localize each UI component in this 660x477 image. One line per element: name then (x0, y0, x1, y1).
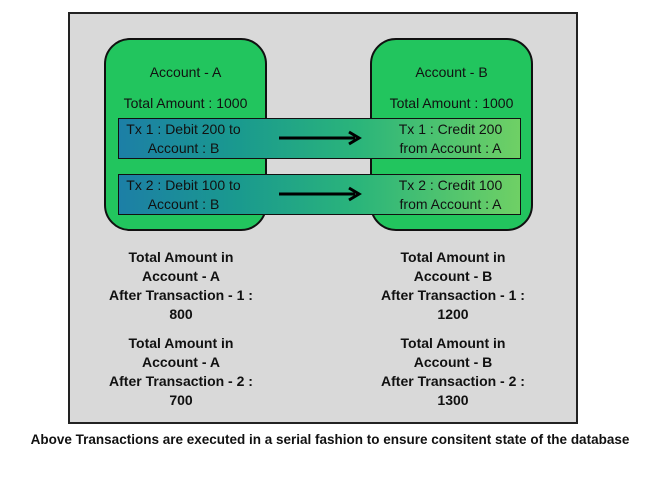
transaction-2-bar: Tx 2 : Debit 100 to Account : B Tx 2 : C… (118, 174, 521, 215)
account-b-total: Total Amount : 1000 (389, 95, 514, 111)
transaction-1-bar: Tx 1 : Debit 200 to Account : B Tx 1 : C… (118, 118, 521, 159)
arrow-right-icon (279, 130, 362, 146)
summary-line: After Transaction - 2 : (109, 373, 253, 389)
tx2-credit-line2: from Account : A (399, 196, 502, 212)
account-a-total: Total Amount : 1000 (123, 95, 248, 111)
summary-account-b-tx2: Total Amount in Account - B After Transa… (363, 334, 543, 410)
summary-line: Total Amount in (128, 249, 234, 265)
summary-value: 1300 (437, 392, 469, 408)
summary-line: Account - B (413, 268, 493, 284)
summary-value: 1200 (437, 306, 469, 322)
summary-line: After Transaction - 1 : (381, 287, 525, 303)
summary-line: Total Amount in (400, 335, 506, 351)
tx1-credit-line1: Tx 1 : Credit 200 (398, 121, 503, 137)
summary-account-a-tx2: Total Amount in Account - A After Transa… (91, 334, 271, 410)
account-b-title: Account - B (415, 64, 488, 80)
summary-line: After Transaction - 2 : (381, 373, 525, 389)
summary-line: Total Amount in (128, 335, 234, 351)
arrow-right-icon (279, 186, 362, 202)
summary-value: 700 (169, 392, 193, 408)
tx2-debit-text: Tx 2 : Debit 100 to Account : B (121, 176, 246, 214)
tx1-debit-line1: Tx 1 : Debit 200 to (126, 121, 241, 137)
summary-line: Account - A (141, 354, 221, 370)
tx1-debit-line2: Account : B (147, 140, 220, 156)
summary-value: 800 (169, 306, 193, 322)
tx1-debit-text: Tx 1 : Debit 200 to Account : B (121, 120, 246, 158)
tx1-credit-text: Tx 1 : Credit 200 from Account : A (383, 120, 518, 158)
summary-account-a-tx1: Total Amount in Account - A After Transa… (91, 248, 271, 324)
tx2-debit-line2: Account : B (147, 196, 220, 212)
summary-line: Account - A (141, 268, 221, 284)
tx2-debit-line1: Tx 2 : Debit 100 to (126, 177, 241, 193)
diagram-caption: Above Transactions are executed in a ser… (30, 432, 630, 447)
summary-line: After Transaction - 1 : (109, 287, 253, 303)
tx1-credit-line2: from Account : A (399, 140, 502, 156)
summary-line: Total Amount in (400, 249, 506, 265)
account-a-title: Account - A (149, 64, 222, 80)
summary-line: Account - B (413, 354, 493, 370)
summary-account-b-tx1: Total Amount in Account - B After Transa… (363, 248, 543, 324)
tx2-credit-line1: Tx 2 : Credit 100 (398, 177, 503, 193)
tx2-credit-text: Tx 2 : Credit 100 from Account : A (383, 176, 518, 214)
